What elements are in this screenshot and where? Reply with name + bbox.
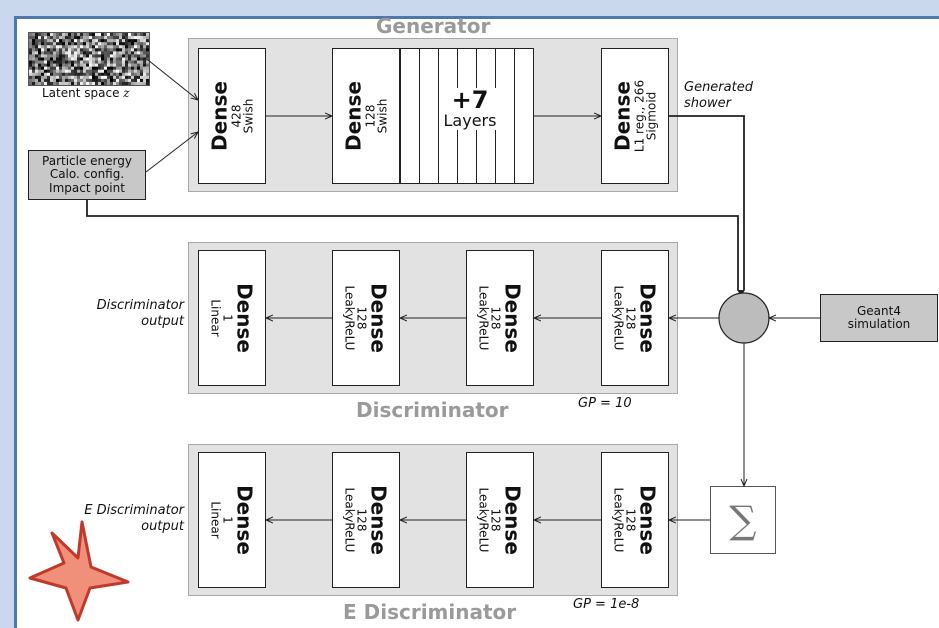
merge-node <box>719 293 769 343</box>
arrow-latent-to-dense <box>148 60 198 100</box>
star-icon <box>30 522 128 620</box>
generated-shower-line <box>669 116 744 290</box>
arrow-condition-to-dense <box>146 132 198 172</box>
condition-to-merge-line <box>87 200 738 290</box>
